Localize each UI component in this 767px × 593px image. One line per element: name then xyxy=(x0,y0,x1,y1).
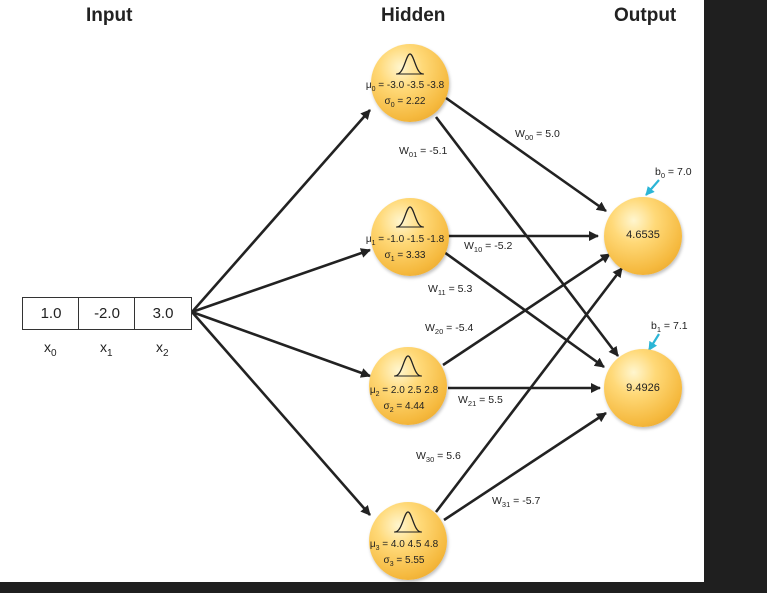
input-label-0: x0 xyxy=(44,339,57,359)
edge-w00 xyxy=(445,96,607,213)
input-header: Input xyxy=(86,5,133,26)
hidden-node-3 xyxy=(369,502,447,580)
hidden-header: Hidden xyxy=(381,5,446,26)
hidden-node-1 xyxy=(371,198,449,276)
edge-input-hidden-3 xyxy=(191,311,371,516)
edge-w31 xyxy=(443,411,607,522)
input-label-1: x1 xyxy=(100,339,113,359)
input-cell-1: -2.0 xyxy=(78,297,136,330)
output-header: Output xyxy=(614,5,677,26)
hidden-node-0-params: μ0 = -3.0 -3.5 -3.8 σ0 = 2.22 xyxy=(365,80,445,109)
edge-w11 xyxy=(443,250,605,369)
weight-label-w01: W01 = -5.1 xyxy=(399,145,448,160)
edge-input-hidden-0 xyxy=(191,109,371,313)
output-value-1: 9.4926 xyxy=(626,382,660,394)
weight-label-w11: W11 = 5.3 xyxy=(428,283,473,298)
weight-label-w00: W00 = 5.0 xyxy=(515,128,560,143)
weight-label-w30: W30 = 5.6 xyxy=(416,450,461,465)
edge-w20 xyxy=(442,252,611,367)
hidden-node-1-params: μ1 = -1.0 -1.5 -1.8 σ1 = 3.33 xyxy=(365,234,445,263)
diagram-canvas: Input Hidden Output 1.0 -2.0 3.0 xyxy=(0,0,704,582)
bias-arrow-1 xyxy=(648,333,660,351)
gaussian-icon xyxy=(394,511,422,533)
edge-w30 xyxy=(434,267,624,513)
hidden-node-2-params: μ2 = 2.0 2.5 2.8 σ2 = 4.44 xyxy=(369,385,439,414)
hidden-node-3-params: μ3 = 4.0 4.5 4.8 σ3 = 5.55 xyxy=(369,539,439,568)
weight-label-w10: W10 = -5.2 xyxy=(464,240,513,255)
gaussian-icon xyxy=(394,355,422,377)
edges-layer xyxy=(191,96,660,522)
weight-label-w20: W20 = -5.4 xyxy=(425,322,474,337)
output-node-1 xyxy=(604,349,682,427)
edge-input-hidden-1 xyxy=(191,248,371,314)
output-node-0 xyxy=(604,197,682,275)
gaussian-icon xyxy=(396,206,424,228)
input-cell-2: 3.0 xyxy=(134,297,192,330)
bias-arrow-0 xyxy=(645,179,660,196)
hidden-node-2 xyxy=(369,347,447,425)
edge-input-hidden-2 xyxy=(191,310,371,378)
output-value-0: 4.6535 xyxy=(626,229,660,241)
bias-label-1: b1 = 7.1 xyxy=(651,320,688,335)
input-label-2: x2 xyxy=(156,339,169,359)
hidden-node-0 xyxy=(371,44,449,122)
weight-label-w31: W31 = -5.7 xyxy=(492,495,541,510)
input-cell-0: 1.0 xyxy=(22,297,80,330)
weight-label-w21: W21 = 5.5 xyxy=(458,394,503,409)
gaussian-icon xyxy=(396,53,424,75)
bias-label-0: b0 = 7.0 xyxy=(655,166,692,181)
